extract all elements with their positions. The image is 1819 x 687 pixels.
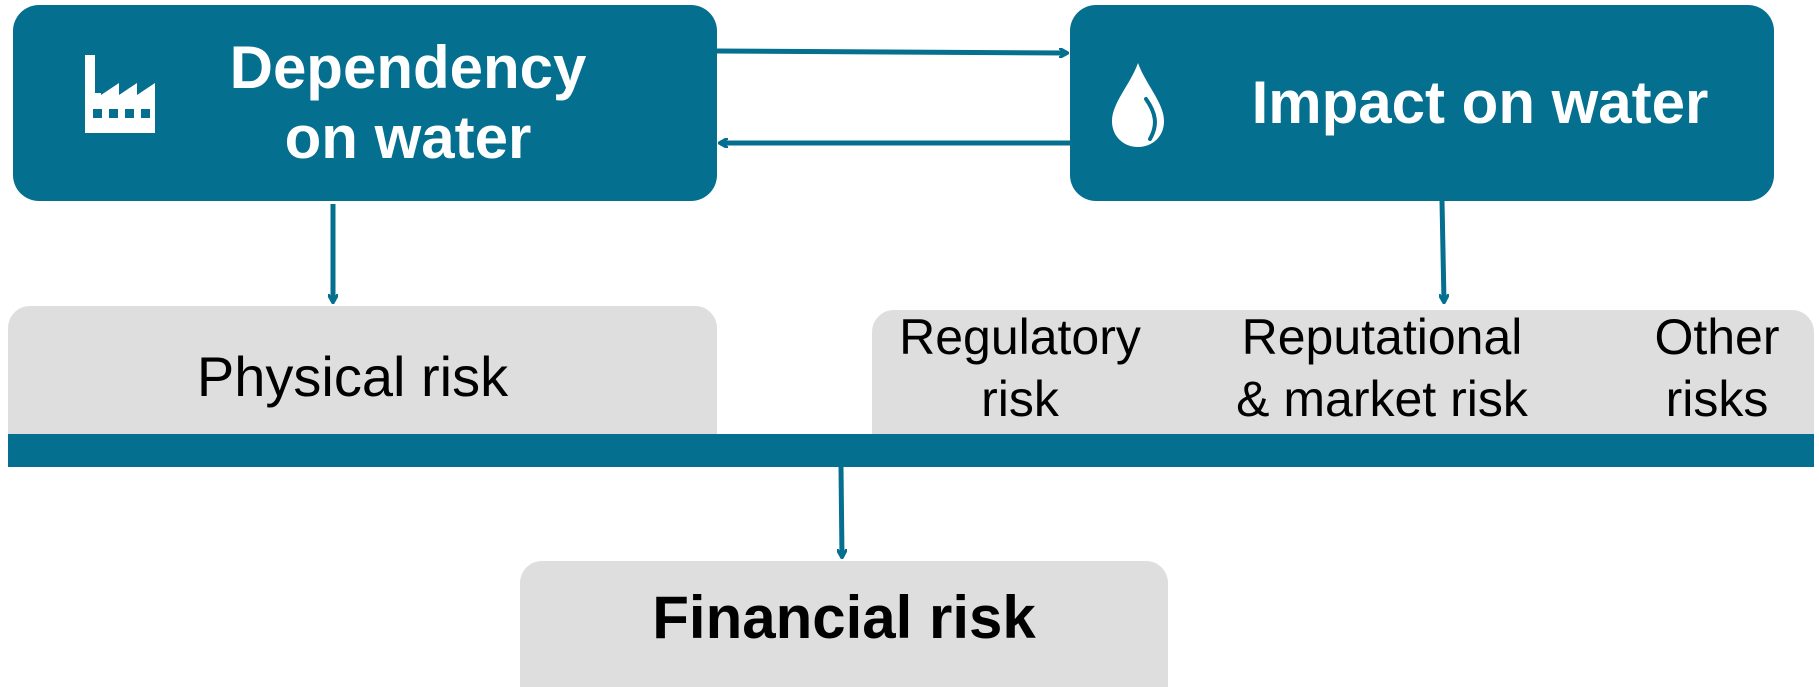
water-drop-icon bbox=[1112, 63, 1164, 147]
other-risks-line1: Other bbox=[1654, 309, 1780, 365]
other-risks-label: Other risks bbox=[1612, 306, 1819, 430]
physical-risk-box: Physical risk bbox=[8, 306, 717, 434]
reputational-risk-line2: & market risk bbox=[1236, 371, 1528, 427]
dependency-title-line1: Dependency bbox=[229, 34, 587, 101]
dependency-on-water-box: Dependency on water bbox=[13, 5, 717, 201]
arrow-impact-to-risks bbox=[1442, 200, 1444, 302]
impact-on-water-box: Impact on water bbox=[1070, 5, 1774, 201]
reputational-risk-line1: Reputational bbox=[1241, 309, 1523, 365]
arrow-bar-to-financial bbox=[841, 466, 842, 557]
dependency-title-line2: on water bbox=[284, 104, 532, 171]
regulatory-risk-line2: risk bbox=[981, 371, 1059, 427]
impact-title: Impact on water bbox=[1251, 69, 1709, 136]
impact-risks-box: Regulatory risk Reputational & market ri… bbox=[872, 309, 1814, 434]
physical-risk-label: Physical risk bbox=[196, 345, 509, 408]
regulatory-risk-line1: Regulatory bbox=[899, 309, 1141, 365]
risk-aggregation-bar bbox=[8, 434, 1814, 467]
reputational-risk-label: Reputational & market risk bbox=[1212, 306, 1552, 430]
dependency-title: Dependency on water bbox=[163, 33, 653, 173]
arrow-dependency-to-impact bbox=[716, 51, 1067, 53]
other-risks-line2: risks bbox=[1665, 371, 1769, 427]
factory-icon bbox=[85, 55, 155, 133]
financial-risk-box: Financial risk bbox=[520, 561, 1168, 687]
regulatory-risk-label: Regulatory risk bbox=[890, 306, 1150, 430]
financial-risk-label: Financial risk bbox=[652, 584, 1036, 651]
